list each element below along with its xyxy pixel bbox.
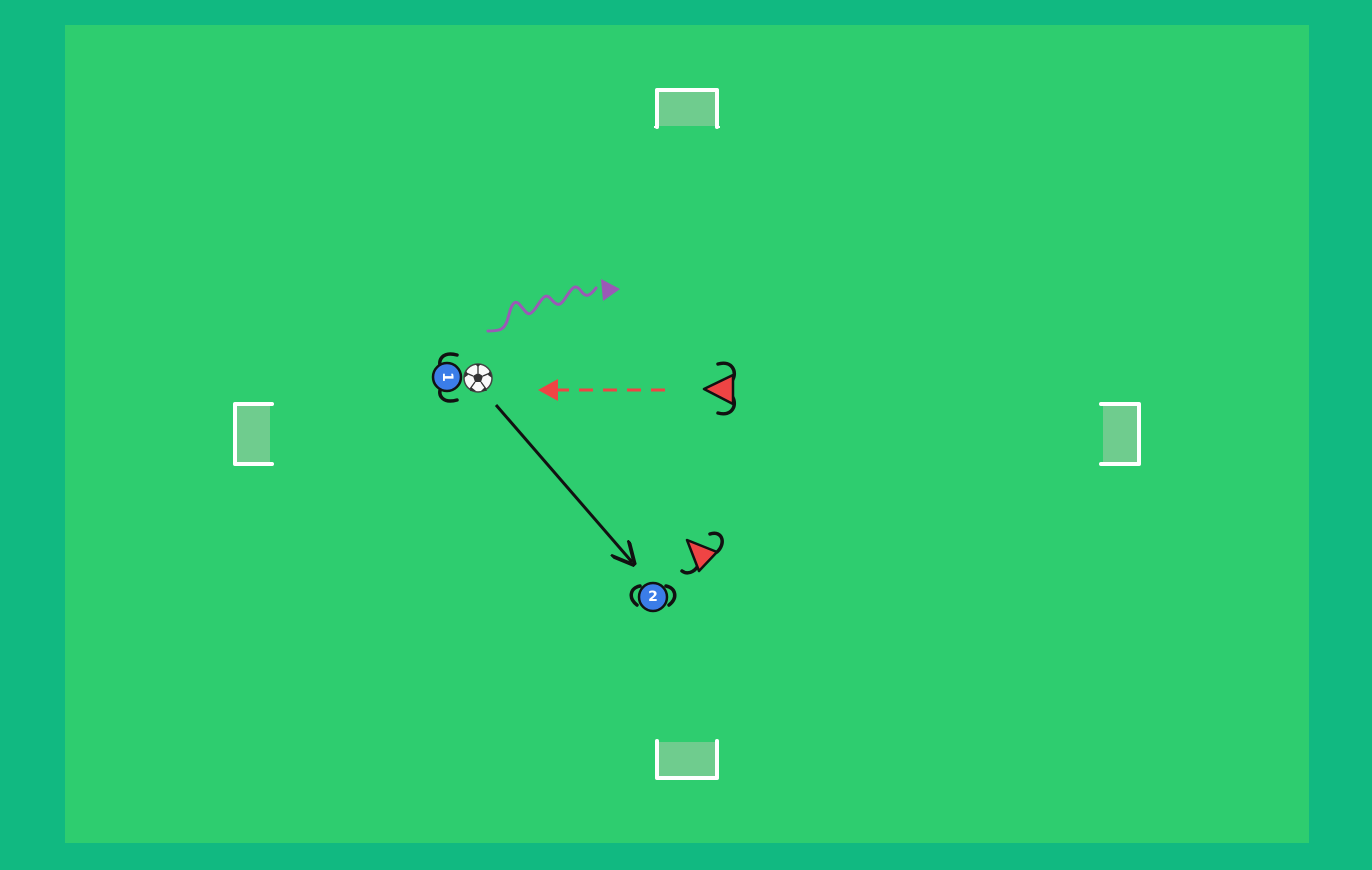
defender-2[interactable] — [680, 531, 724, 575]
dribble-arrowhead-icon — [601, 279, 620, 301]
run-arrowhead-icon — [538, 379, 558, 401]
run-line — [538, 379, 665, 401]
soccer-ball-icon[interactable] — [463, 363, 493, 393]
red-triangle-icon — [685, 538, 719, 573]
goal-right-icon — [1099, 402, 1141, 466]
attacker-player-1[interactable]: 1 — [431, 352, 463, 403]
player-number: 1 — [439, 372, 455, 382]
goal-bottom-icon — [655, 739, 719, 780]
dribble-line — [486, 279, 620, 333]
player-number: 2 — [648, 589, 658, 605]
red-triangle-icon — [702, 373, 735, 406]
goal-left-icon — [233, 402, 274, 466]
goal-top-icon — [654, 88, 720, 129]
defender-1[interactable] — [702, 361, 737, 416]
pass-line — [494, 404, 632, 562]
attacker-player-2[interactable]: 2 — [629, 581, 677, 613]
pitch — [65, 25, 1309, 843]
